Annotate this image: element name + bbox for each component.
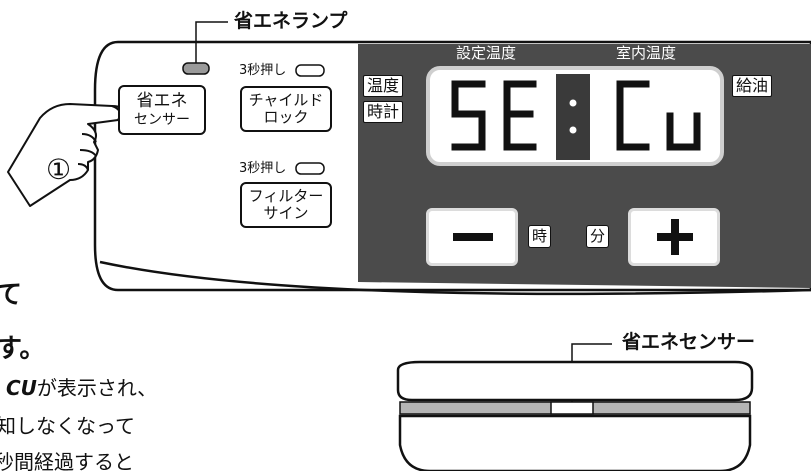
lcd-digit-s	[451, 80, 486, 151]
hold-label-bottom: 3秒押し	[239, 161, 287, 176]
refuel-tag: 給油	[732, 75, 773, 97]
filter-sign-button-line1: フィルター	[248, 186, 324, 205]
lamp-leader-line	[195, 21, 228, 63]
panel-lower-edge	[99, 260, 811, 296]
plus-button[interactable]	[628, 208, 720, 266]
clock-tag: 時計	[363, 101, 404, 123]
eco-sensor-button[interactable]: 省エネ センサー	[118, 85, 206, 135]
heading-line-1: て	[0, 280, 23, 310]
body-line-1-suffix: が表示され、	[36, 376, 158, 400]
plus-icon-vertical	[671, 219, 679, 255]
pointing-hand-icon	[7, 103, 127, 207]
hold-indicator-top	[295, 64, 325, 77]
body-line-3: 秒間経過すると	[0, 450, 134, 474]
hold-label-top: 3秒押し	[239, 63, 287, 78]
eco-lamp	[182, 62, 210, 75]
minus-icon	[453, 233, 493, 241]
eco-lamp-label: 省エネランプ	[234, 10, 348, 32]
lcd-digit-c	[616, 80, 650, 151]
step-marker: ①	[46, 153, 72, 186]
hold-indicator-bottom	[295, 162, 325, 175]
sensor-housing-top	[396, 360, 754, 402]
eco-sensor-button-line2: センサー	[134, 111, 190, 128]
filter-sign-button[interactable]: フィルター サイン	[240, 182, 332, 228]
hour-label: 時	[528, 225, 551, 248]
body-line-1-code: CU	[6, 376, 37, 400]
lcd-colon-dot-top	[569, 99, 577, 107]
filter-sign-button-line2: サイン	[263, 204, 309, 222]
child-lock-button-line1: チャイルド	[248, 90, 324, 109]
lcd-digit-e	[503, 80, 537, 151]
minus-button[interactable]	[426, 208, 518, 266]
child-lock-button[interactable]: チャイルド ロック	[240, 86, 332, 132]
body-line-2: 知しなくなって	[0, 414, 135, 438]
temperature-tag: 温度	[363, 75, 404, 97]
child-lock-button-line2: ロック	[263, 108, 309, 126]
sensor-housing-bottom	[398, 414, 752, 471]
room-temperature-label: 室内温度	[616, 44, 677, 62]
lcd-separator-band	[556, 74, 590, 160]
heading-line-2: す。	[0, 334, 46, 364]
body-line-1: CUが表示され、	[6, 378, 157, 398]
sensor-window	[550, 401, 594, 415]
set-temperature-label: 設定温度	[456, 44, 517, 62]
eco-sensor-label: 省エネセンサー	[622, 331, 756, 353]
minute-label: 分	[586, 225, 609, 248]
eco-sensor-button-line1: 省エネ	[136, 91, 188, 112]
lcd-digit-u	[666, 112, 701, 151]
lcd-colon-dot-bottom	[569, 126, 577, 134]
